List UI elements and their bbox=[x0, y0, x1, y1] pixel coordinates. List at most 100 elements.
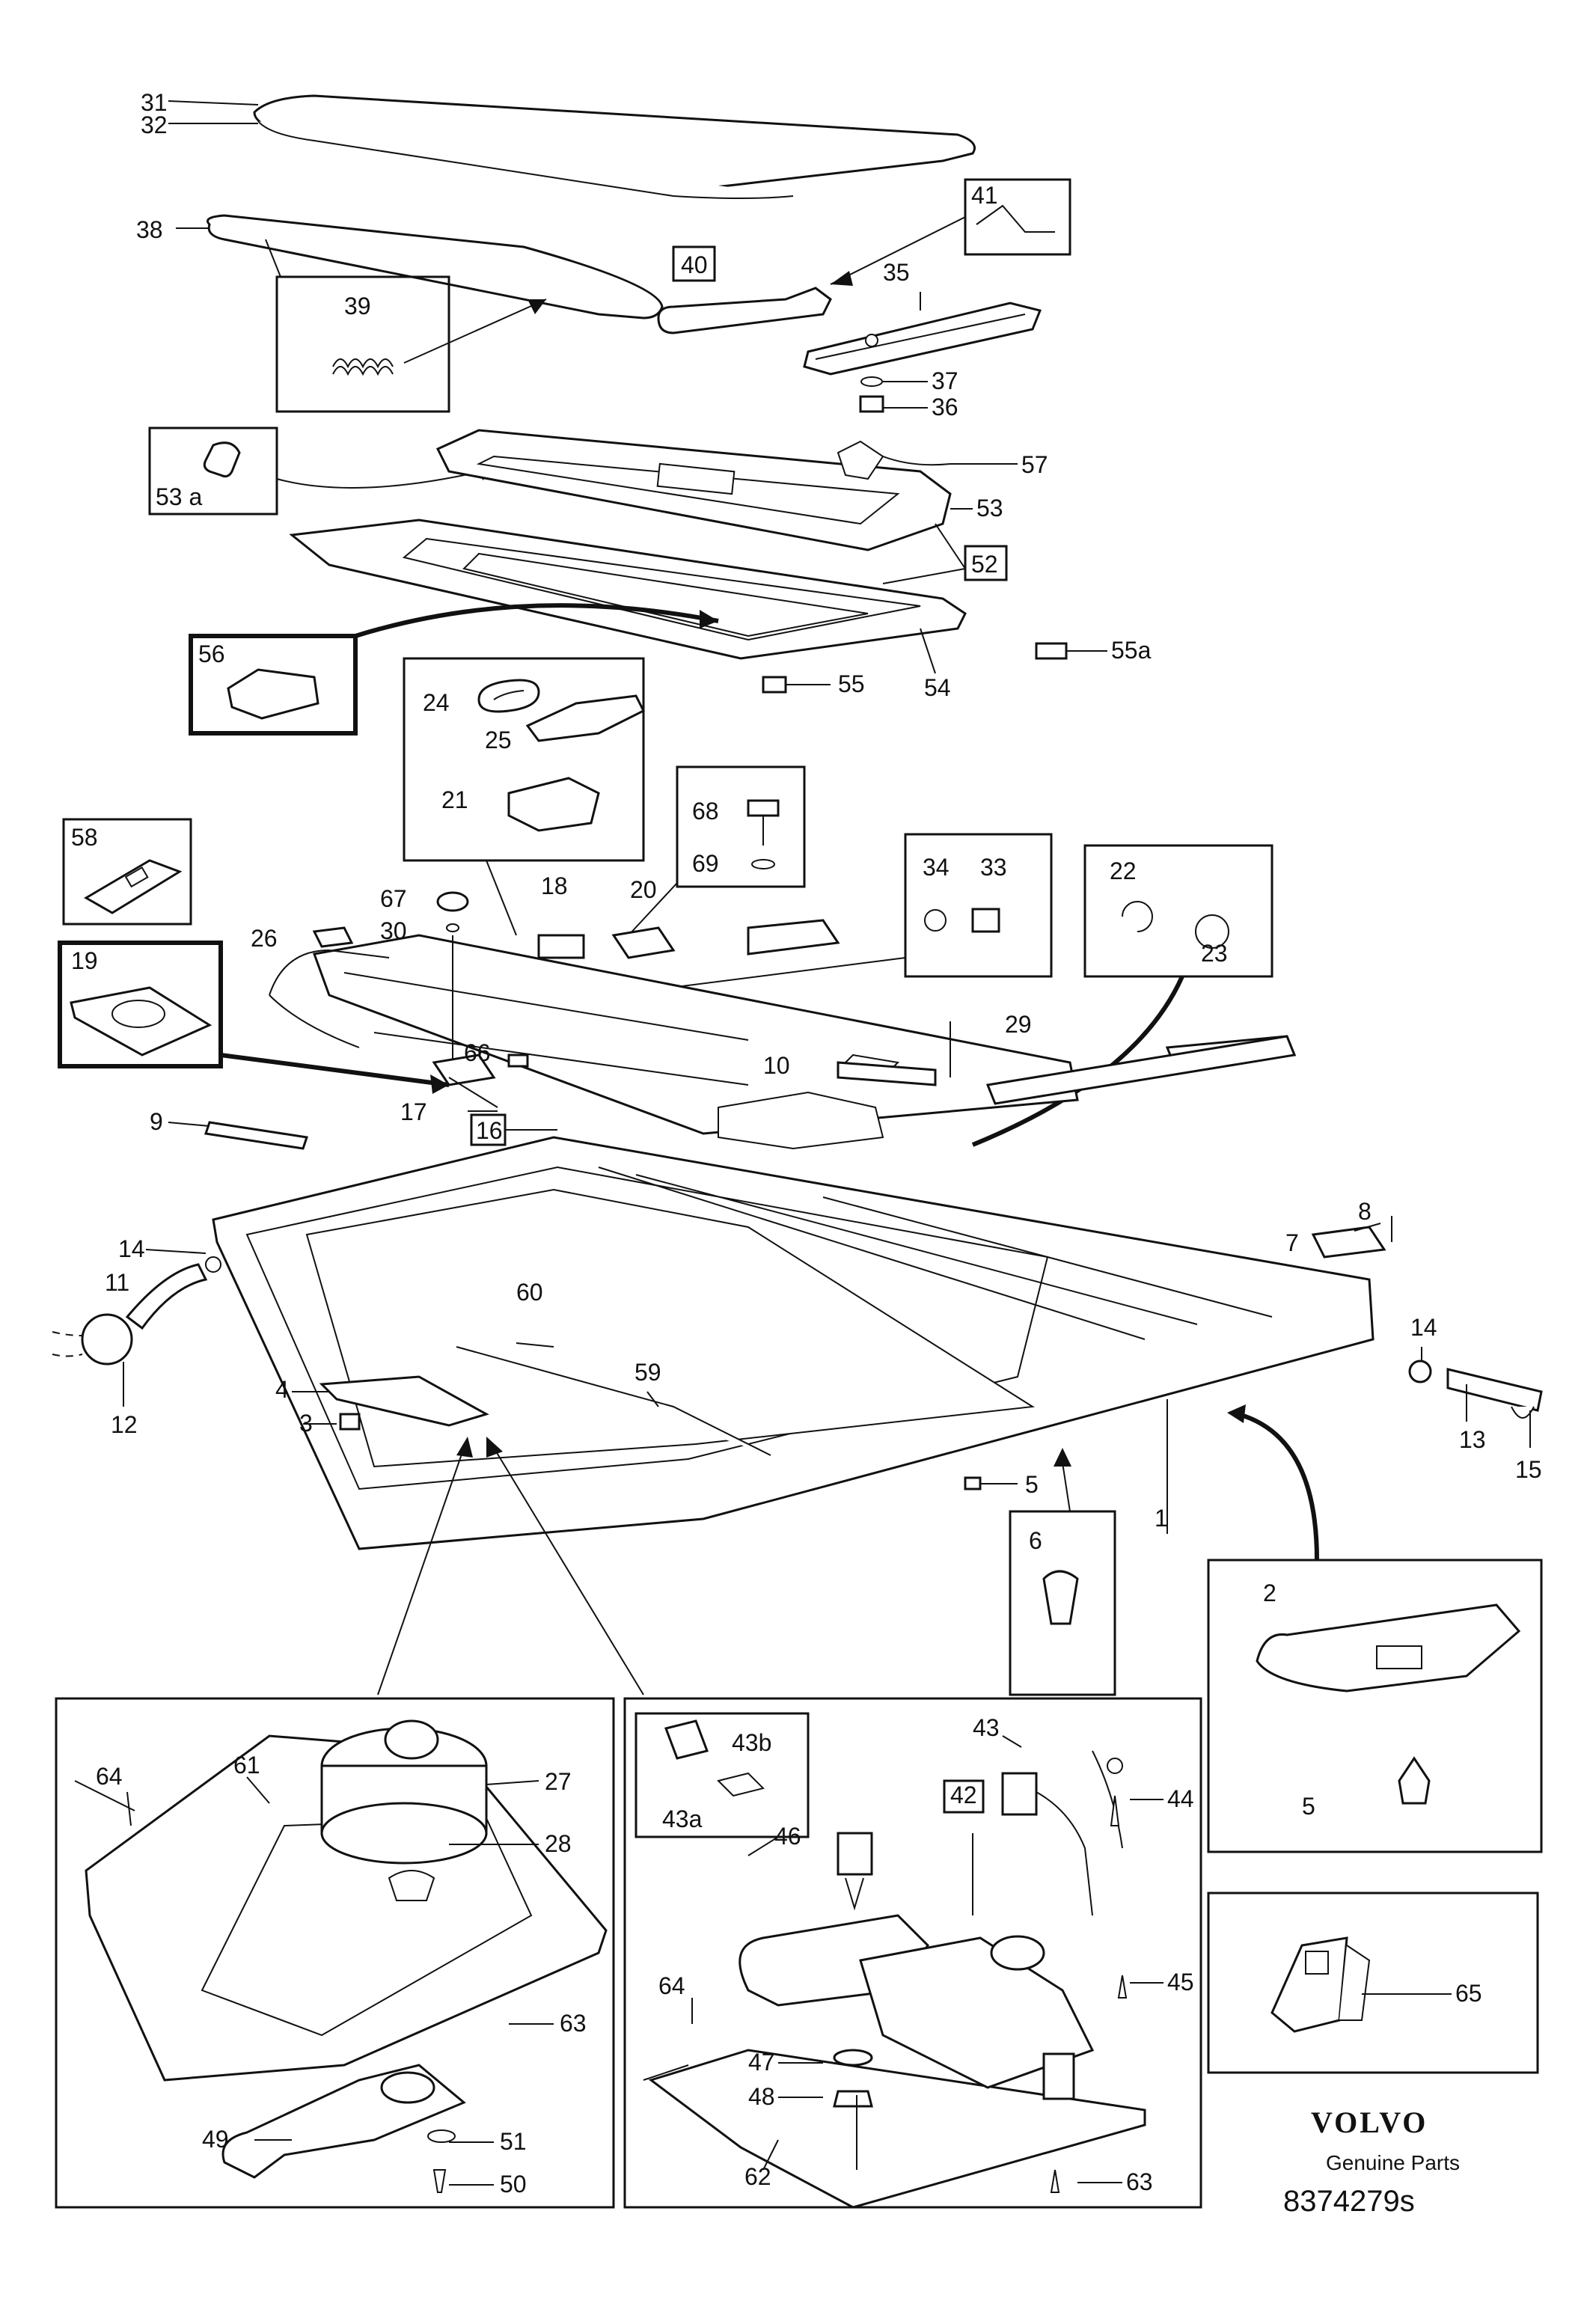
part-2-box bbox=[1207, 1404, 1543, 1853]
label-5-box: 5 bbox=[1302, 1793, 1315, 1820]
electric-motor-box bbox=[623, 1697, 1202, 2209]
label-9: 9 bbox=[150, 1108, 163, 1135]
footer: VOLVO Genuine Parts 8374279s bbox=[1283, 2106, 1460, 2218]
label-23: 23 bbox=[1201, 940, 1228, 967]
label-42-frame bbox=[943, 1779, 985, 1814]
label-35: 35 bbox=[883, 259, 910, 286]
label-20: 20 bbox=[630, 876, 657, 903]
label-48: 48 bbox=[748, 2083, 775, 2110]
label-36: 36 bbox=[932, 394, 958, 421]
part-5-6 bbox=[964, 1448, 1116, 1696]
label-7: 7 bbox=[1285, 1229, 1299, 1256]
part-1-roof-panel bbox=[212, 1136, 1375, 1550]
catalog-code: 8374279s bbox=[1283, 2185, 1415, 2218]
label-38: 38 bbox=[136, 216, 163, 243]
part-9-strip bbox=[168, 1121, 308, 1150]
label-31: 31 bbox=[141, 89, 168, 116]
label-1: 1 bbox=[1155, 1505, 1168, 1532]
part-55-55a-clips bbox=[762, 642, 1107, 694]
label-24: 24 bbox=[423, 689, 450, 716]
label-4: 4 bbox=[275, 1376, 289, 1403]
label-69: 69 bbox=[692, 850, 719, 877]
callout-labels: 31 32 38 39 40 41 35 37 36 53 a 57 53 52… bbox=[71, 89, 1542, 2198]
part-52 bbox=[882, 523, 1008, 584]
label-6: 6 bbox=[1029, 1527, 1042, 1554]
label-5-panel: 5 bbox=[1025, 1471, 1039, 1498]
label-8: 8 bbox=[1358, 1198, 1372, 1225]
part-53-frame bbox=[435, 429, 973, 551]
label-64-right: 64 bbox=[658, 1972, 685, 1999]
part-65-switch-box bbox=[1207, 1892, 1539, 2074]
label-58: 58 bbox=[71, 824, 98, 851]
part-3-4 bbox=[292, 1375, 489, 1431]
label-52: 52 bbox=[971, 551, 998, 578]
label-49: 49 bbox=[202, 2126, 229, 2153]
label-19: 19 bbox=[71, 947, 98, 974]
label-12: 12 bbox=[111, 1411, 138, 1438]
label-66: 66 bbox=[464, 1039, 491, 1066]
part-19-box bbox=[58, 941, 450, 1094]
manual-crank-box bbox=[55, 1697, 615, 2209]
label-37: 37 bbox=[932, 367, 958, 394]
part-mechanism-frame bbox=[269, 919, 1297, 1150]
label-44: 44 bbox=[1167, 1785, 1194, 1812]
part-31-32-glass-panel bbox=[168, 94, 976, 199]
label-27: 27 bbox=[545, 1768, 572, 1795]
label-61: 61 bbox=[233, 1752, 260, 1779]
label-59: 59 bbox=[635, 1359, 661, 1386]
footer-subtitle: Genuine Parts bbox=[1326, 2151, 1460, 2174]
label-39: 39 bbox=[344, 293, 371, 319]
label-28: 28 bbox=[545, 1830, 572, 1857]
part-35-rail bbox=[803, 292, 1042, 376]
part-39-spring-box bbox=[275, 275, 547, 413]
part-58-plate-box bbox=[62, 818, 192, 926]
part-36-37-nut-washer bbox=[859, 376, 928, 413]
label-14-left: 14 bbox=[118, 1235, 145, 1262]
label-41: 41 bbox=[971, 182, 998, 209]
label-32: 32 bbox=[141, 111, 168, 138]
label-34: 34 bbox=[923, 854, 950, 881]
part-38-deflector bbox=[176, 214, 664, 319]
label-43b: 43b bbox=[732, 1729, 771, 1756]
part-66-17-16-10-29 bbox=[432, 1021, 951, 1146]
part-57-spring-clip bbox=[837, 440, 1018, 480]
label-55a: 55a bbox=[1111, 637, 1152, 664]
label-64-left: 64 bbox=[96, 1763, 123, 1790]
label-29: 29 bbox=[1005, 1011, 1032, 1038]
label-51: 51 bbox=[500, 2128, 527, 2155]
label-2: 2 bbox=[1263, 1580, 1276, 1606]
part-11-12-14-left bbox=[52, 1249, 221, 1407]
part-7-8 bbox=[1311, 1216, 1392, 1259]
label-57: 57 bbox=[1021, 451, 1048, 478]
label-14-right: 14 bbox=[1410, 1314, 1437, 1341]
part-59-60 bbox=[456, 1342, 771, 1456]
label-67: 67 bbox=[380, 885, 407, 912]
label-11: 11 bbox=[105, 1269, 129, 1296]
label-65: 65 bbox=[1455, 1980, 1482, 2007]
label-3: 3 bbox=[299, 1410, 313, 1437]
label-54: 54 bbox=[924, 674, 951, 701]
label-56: 56 bbox=[198, 640, 225, 667]
label-60: 60 bbox=[516, 1279, 543, 1306]
label-63-left: 63 bbox=[560, 2010, 587, 2037]
label-40: 40 bbox=[681, 251, 708, 278]
part-54-frame bbox=[289, 519, 967, 674]
label-43: 43 bbox=[973, 1714, 1000, 1741]
part-18-20-26-67-30 bbox=[312, 891, 676, 1062]
label-42: 42 bbox=[950, 1782, 977, 1808]
label-25: 25 bbox=[485, 727, 512, 753]
label-63-right: 63 bbox=[1126, 2168, 1153, 2195]
label-43a: 43a bbox=[662, 1805, 703, 1832]
part-21-24-25-box bbox=[403, 657, 646, 936]
label-46: 46 bbox=[774, 1823, 801, 1850]
part-13-14-15-right bbox=[1408, 1347, 1543, 1448]
label-62: 62 bbox=[744, 2163, 771, 2190]
label-53: 53 bbox=[976, 495, 1003, 522]
part-40-guide bbox=[657, 245, 832, 334]
label-50: 50 bbox=[500, 2171, 527, 2198]
label-47: 47 bbox=[748, 2049, 775, 2076]
part-41-wire-box bbox=[830, 178, 1071, 286]
part-68-69-box bbox=[628, 765, 806, 936]
label-17: 17 bbox=[400, 1098, 427, 1125]
